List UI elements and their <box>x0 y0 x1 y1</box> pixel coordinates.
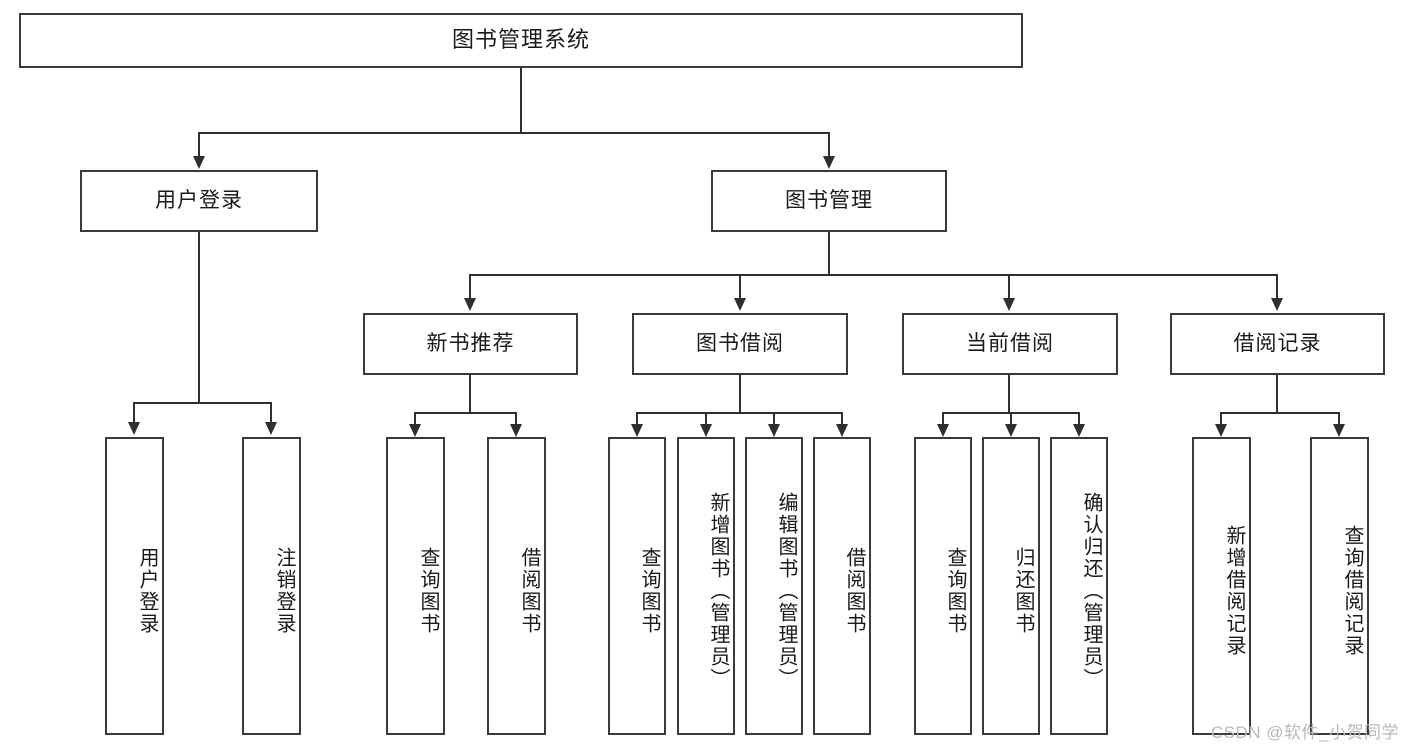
connector-drop-borrow-books-1 <box>515 412 517 426</box>
connector-drop-query-books-3 <box>942 412 944 426</box>
connector-drop-new-books <box>469 274 471 300</box>
leaf-logout[interactable]: 注销登录 <box>242 437 301 735</box>
leaf-query-books-current[interactable]: 查询图书 <box>914 437 972 735</box>
connector-drop-confirm-return <box>1078 412 1080 426</box>
leaf-return-book[interactable]: 归还图书 <box>982 437 1040 735</box>
connector-root-stem <box>520 68 522 132</box>
connector-drop-return-book <box>1010 412 1012 426</box>
arrowhead-leaf-logout <box>265 422 277 435</box>
arrowhead-borrow-records <box>1271 298 1283 311</box>
arrowhead-current-borrow <box>1003 298 1015 311</box>
leaf-borrow-book[interactable]: 借阅图书 <box>813 437 871 735</box>
leaf-add-borrow-record[interactable]: 新增借阅记录 <box>1192 437 1251 735</box>
node-borrow-records[interactable]: 借阅记录 <box>1170 313 1385 375</box>
leaf-user-login[interactable]: 用户登录 <box>105 437 164 735</box>
node-new-book-recommend[interactable]: 新书推荐 <box>363 313 578 375</box>
arrowhead-borrow-book-2 <box>836 424 848 437</box>
connector-level3-bus <box>469 274 1277 276</box>
connector-drop-query-books-2 <box>636 412 638 426</box>
connector-new-books-stem <box>469 375 471 412</box>
connector-drop-borrow-book-2 <box>841 412 843 426</box>
connector-drop-leaf-user-login <box>133 402 135 424</box>
node-current-borrow[interactable]: 当前借阅 <box>902 313 1118 375</box>
arrowhead-query-books-2 <box>631 424 643 437</box>
connector-drop-add-book <box>705 412 707 426</box>
arrowhead-new-books <box>464 298 476 311</box>
connector-drop-query-record <box>1338 412 1340 426</box>
arrowhead-leaf-user-login <box>128 422 140 435</box>
arrowhead-add-record <box>1215 424 1227 437</box>
arrowhead-borrow-books-1 <box>510 424 522 437</box>
leaf-query-books-new[interactable]: 查询图书 <box>386 437 445 735</box>
arrowhead-query-record <box>1333 424 1345 437</box>
connector-drop-edit-book <box>773 412 775 426</box>
arrowhead-borrow-books <box>734 298 746 311</box>
connector-current-borrow-stem <box>1008 375 1010 412</box>
node-root-system[interactable]: 图书管理系统 <box>19 13 1023 68</box>
connector-borrow-books-bus <box>636 412 842 414</box>
node-user-login[interactable]: 用户登录 <box>80 170 318 232</box>
arrowhead-return-book <box>1005 424 1017 437</box>
connector-user-login-bus <box>133 402 271 404</box>
node-book-management[interactable]: 图书管理 <box>711 170 947 232</box>
connector-root-bus <box>198 132 830 134</box>
connector-drop-add-record <box>1220 412 1222 426</box>
arrowhead-query-books-1 <box>409 424 421 437</box>
connector-borrow-books-stem <box>739 375 741 412</box>
connector-new-books-bus <box>414 412 517 414</box>
connector-borrow-records-bus <box>1220 412 1339 414</box>
connector-drop-user-login <box>198 132 200 158</box>
arrowhead-add-book <box>700 424 712 437</box>
arrowhead-book-mgmt <box>823 156 835 169</box>
connector-drop-current-borrow <box>1008 274 1010 300</box>
arrowhead-query-books-3 <box>937 424 949 437</box>
leaf-edit-book-admin[interactable]: 编辑图书（管理员） <box>745 437 803 735</box>
connector-drop-borrow-books <box>739 274 741 300</box>
connector-drop-book-mgmt <box>828 132 830 158</box>
connector-drop-query-books-1 <box>414 412 416 426</box>
csdn-watermark: CSDN @软件_小贺同学 <box>1210 723 1399 742</box>
arrowhead-confirm-return <box>1073 424 1085 437</box>
arrowhead-user-login <box>193 156 205 169</box>
node-book-borrow[interactable]: 图书借阅 <box>632 313 848 375</box>
leaf-confirm-return-admin[interactable]: 确认归还（管理员） <box>1050 437 1108 735</box>
arrowhead-edit-book <box>768 424 780 437</box>
connector-drop-borrow-records <box>1276 274 1278 300</box>
leaf-query-books-borrow[interactable]: 查询图书 <box>608 437 666 735</box>
leaf-borrow-books-new[interactable]: 借阅图书 <box>487 437 546 735</box>
connector-borrow-records-stem <box>1276 375 1278 412</box>
connector-drop-leaf-logout <box>270 402 272 424</box>
connector-book-mgmt-stem <box>828 232 830 274</box>
leaf-add-book-admin[interactable]: 新增图书（管理员） <box>677 437 735 735</box>
leaf-query-borrow-record[interactable]: 查询借阅记录 <box>1310 437 1369 735</box>
connector-user-login-stem <box>198 232 200 402</box>
